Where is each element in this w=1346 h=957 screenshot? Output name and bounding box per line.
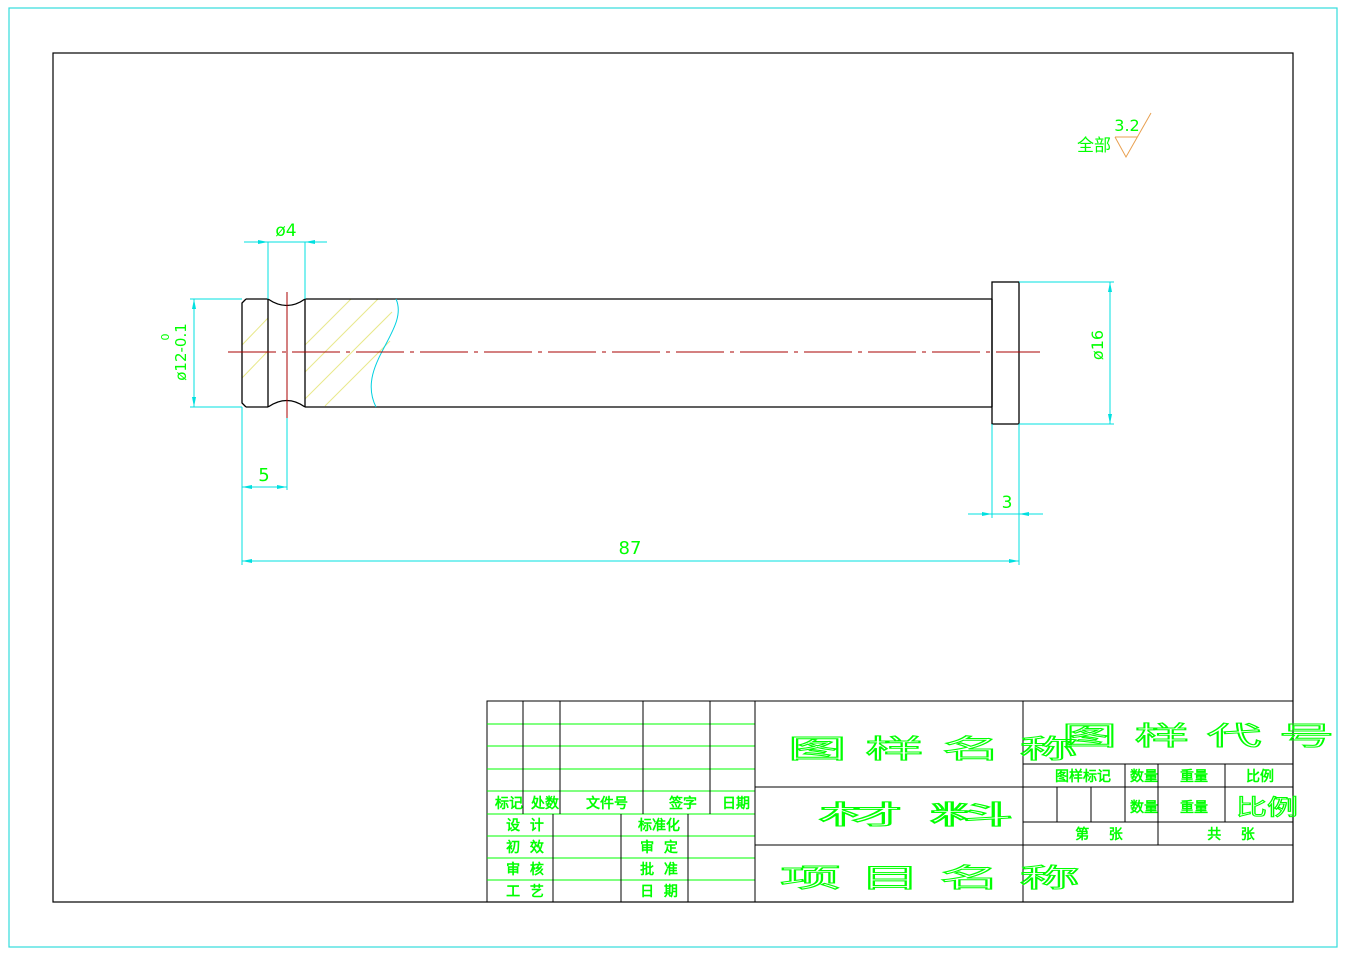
sign-standard: 标准化 xyxy=(637,817,680,834)
shaft-outline xyxy=(241,281,1020,425)
sign-labels: 设 计 标准化 初 效 审 定 审 核 批 准 工 艺 日 期 xyxy=(506,817,680,900)
attr-value-weight: 重量 xyxy=(1180,799,1208,816)
dim-head-thk: 3 xyxy=(1002,493,1013,513)
dim-groove-pos: 5 xyxy=(258,465,269,486)
attr-labels: 图样标记 数量 重量 比例 数量 重量 第 张 共 张 xyxy=(1055,768,1274,843)
rev-header-sign: 签字 xyxy=(668,795,697,812)
dim-shaft-dia: ø12-0.1 xyxy=(172,323,190,381)
drawing-name: 图 样 名 称 xyxy=(788,735,1078,765)
roughness-symbol: 3.2 全部 xyxy=(1077,112,1152,159)
dimensions xyxy=(190,241,1114,565)
sign-approve-final: 审 定 xyxy=(640,839,678,856)
attr-header-mark: 图样标记 xyxy=(1055,768,1111,785)
roughness-value: 3.2 xyxy=(1114,116,1139,135)
sign-check: 初 效 xyxy=(506,839,545,856)
dimension-arrows xyxy=(192,240,1112,563)
attr-header-scale: 比例 xyxy=(1246,768,1274,785)
attr-header-weight: 重量 xyxy=(1180,768,1208,785)
rev-header-count: 处数 xyxy=(530,795,560,812)
rev-headers: 标记 处数 文件号 签字 日期 xyxy=(494,795,750,812)
attr-value-qty: 数量 xyxy=(1130,799,1158,816)
sign-process: 工 艺 xyxy=(506,883,544,900)
sign-design: 设 计 xyxy=(506,817,544,834)
dim-groove-dia: ø4 xyxy=(275,221,296,241)
break-line xyxy=(370,298,399,408)
dim-head-dia: ø16 xyxy=(1088,330,1107,360)
rev-header-date: 日期 xyxy=(722,796,750,812)
rev-header-docno: 文件号 xyxy=(586,795,628,812)
title-block xyxy=(486,700,1294,903)
sign-approve: 批 准 xyxy=(640,861,678,878)
dim-shaft-tol-upper: 0 xyxy=(159,334,172,341)
outer-border xyxy=(8,7,1338,948)
roughness-prefix: 全部 xyxy=(1077,136,1111,156)
sign-review: 审 核 xyxy=(506,861,544,878)
title-texts: 图 样 名 称 材 料 项 目 名 称 图 样 代 号 xyxy=(780,722,1335,895)
drawing-code: 图 样 代 号 xyxy=(1062,722,1334,752)
material: 材 料 xyxy=(818,801,1013,831)
sheet-number: 第 张 xyxy=(1075,826,1123,843)
dim-length: 87 xyxy=(619,538,642,559)
attr-value-scale: 比例 xyxy=(1236,796,1298,821)
rev-header-mark: 标记 xyxy=(494,795,523,812)
part-drawing xyxy=(228,281,1040,425)
attr-header-qty: 数量 xyxy=(1130,768,1158,785)
sign-date: 日 期 xyxy=(640,884,678,900)
sheet-total: 共 张 xyxy=(1207,826,1255,843)
project-name: 项 目 名 称 xyxy=(780,864,1080,894)
